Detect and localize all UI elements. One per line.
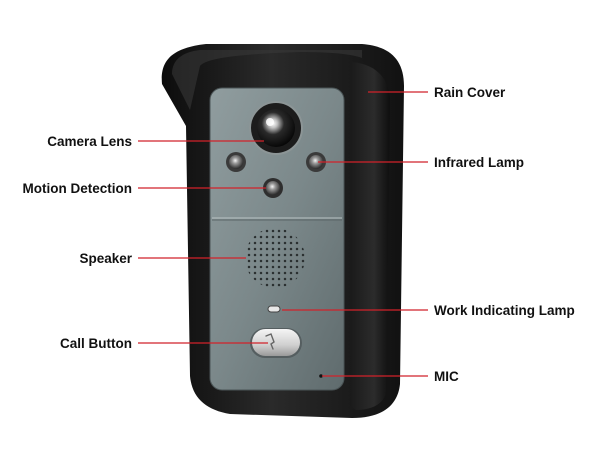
camera-lens [249,101,303,155]
leader-lines [138,91,428,377]
label-infrared-lamp: Infrared Lamp [434,155,524,170]
label-rain-cover: Rain Cover [434,85,506,100]
callout-labels: Rain Cover Camera Lens Infrared Lamp Mot… [23,85,575,384]
label-motion-detection: Motion Detection [23,181,133,196]
work-indicating-lamp [267,305,281,313]
label-work-indicating-lamp: Work Indicating Lamp [434,303,575,318]
infrared-lamp-left [226,152,246,172]
housing-side [350,62,390,410]
motion-sensor [263,178,283,198]
doorbell-unit [161,44,404,418]
mic-hole [319,374,323,378]
label-camera-lens: Camera Lens [47,134,132,149]
label-call-button: Call Button [60,336,132,351]
label-mic: MIC [434,369,459,384]
infrared-lamp-right [306,152,326,172]
hood-highlight [172,50,362,110]
call-button [250,328,302,358]
label-speaker: Speaker [79,251,132,266]
speaker-grill [245,228,305,288]
